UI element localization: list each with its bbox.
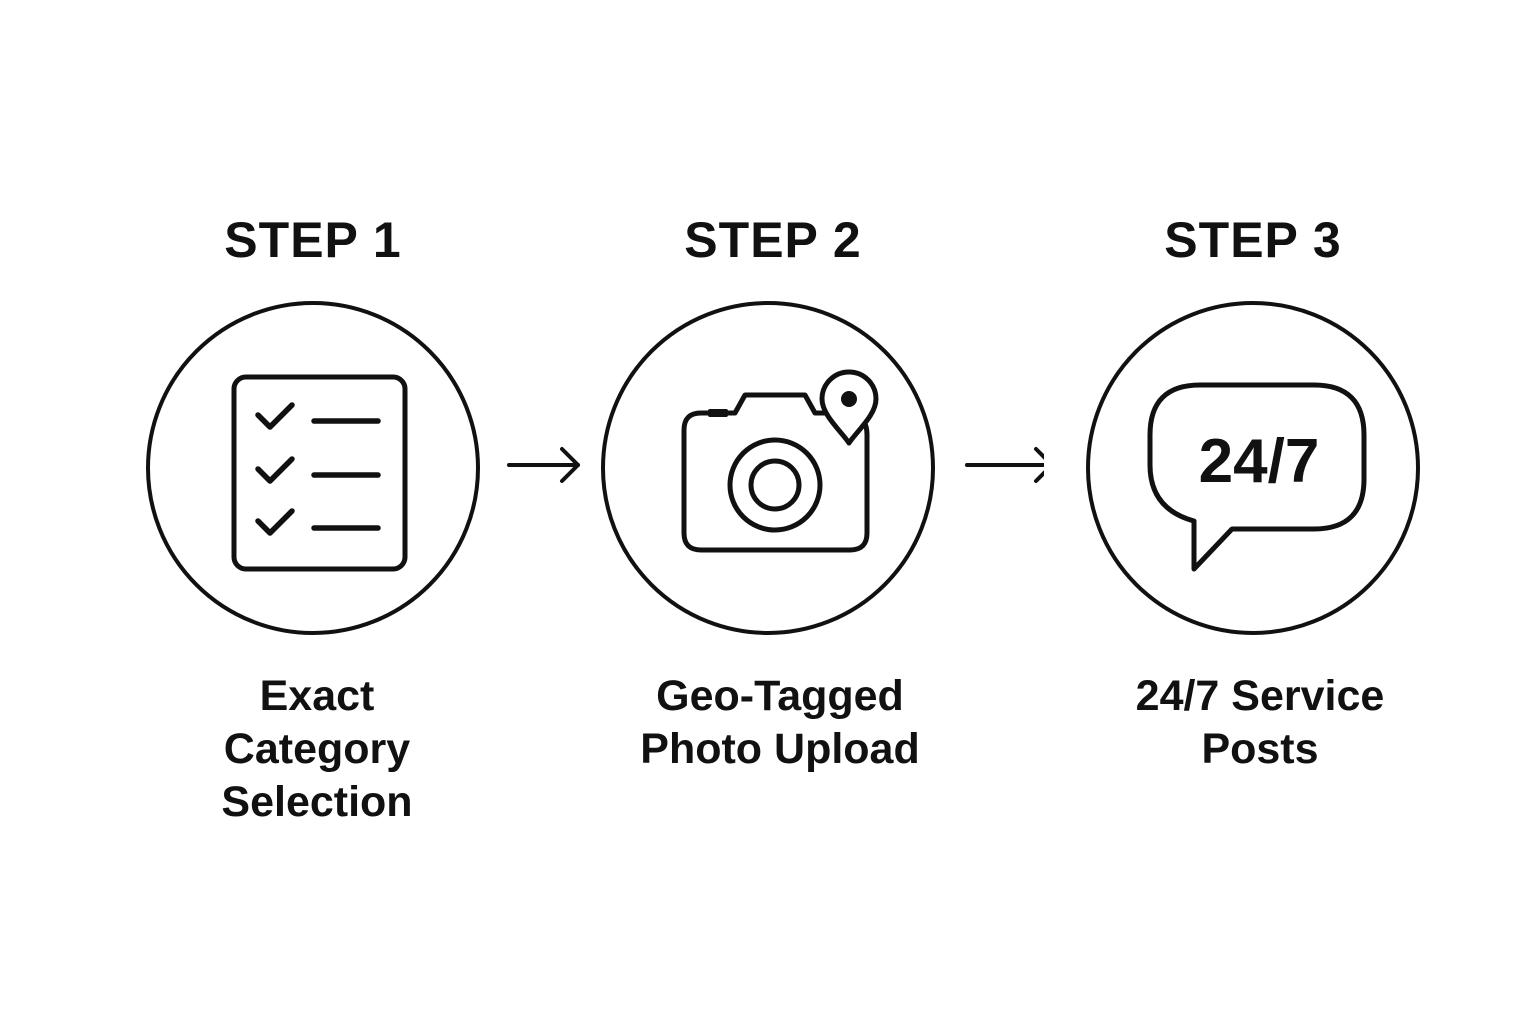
step-2-title: STEP 2 [684,212,862,268]
step-3-circle: 24/7 [1086,301,1420,635]
chat-bubble-text: 24/7 [1199,427,1320,496]
checklist-icon [231,374,408,572]
step-3-caption: 24/7 Service Posts [1070,670,1450,776]
step-2-caption-line: Geo-Tagged [656,672,904,720]
step-1-caption: Exact Category Selection [127,670,507,829]
step-1-caption-line: Exact [259,672,375,720]
step-2-caption-line: Photo Upload [640,725,920,773]
chat-bubble-icon: 24/7 [1147,382,1367,572]
step-3-caption-line: 24/7 Service [1135,672,1385,720]
camera-location-icon [681,369,879,553]
arrow-right-icon [507,447,580,483]
step-3-title: STEP 3 [1164,212,1342,268]
step-2-caption: Geo-Tagged Photo Upload [590,670,970,776]
step-2-circle [601,301,935,635]
step-1-title: STEP 1 [224,212,402,268]
arrow-right-icon [965,447,1044,483]
step-1-caption-line: Selection [221,778,413,826]
step-1-circle [146,301,480,635]
step-3-caption-line: Posts [1201,725,1319,773]
step-1-caption-line: Category [223,725,411,773]
